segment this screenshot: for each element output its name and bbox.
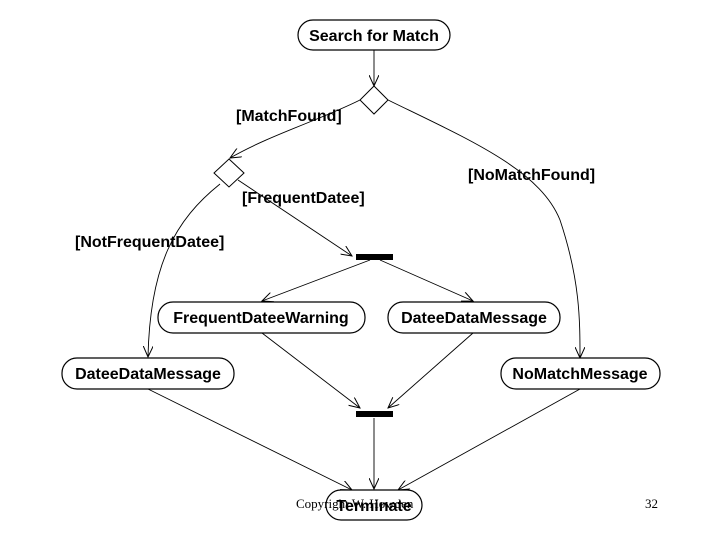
edge-fork-to-datee-right bbox=[379, 259, 473, 301]
edge-decision2-to-datee-left bbox=[148, 183, 221, 357]
edge-datee-left-to-terminate bbox=[147, 388, 352, 490]
decision-frequent bbox=[213, 158, 245, 188]
node-datee-left-label: DateeDataMessage bbox=[75, 366, 221, 383]
guard-not-frequent: [NotFrequentDatee] bbox=[75, 234, 224, 251]
node-datee-right-label: DateeDataMessage bbox=[401, 310, 547, 327]
edge-warning-to-join bbox=[261, 332, 360, 408]
node-nomatch-label: NoMatchMessage bbox=[512, 366, 647, 383]
join-bar bbox=[356, 411, 393, 417]
slide-number: 32 bbox=[645, 496, 658, 511]
edge-datee-right-to-join bbox=[388, 332, 474, 408]
edges bbox=[148, 50, 580, 490]
node-datee-data-message-right: DateeDataMessage bbox=[387, 301, 561, 334]
edge-decision1-to-decision2 bbox=[230, 99, 361, 158]
edge-decision2-to-fork bbox=[237, 179, 352, 256]
node-frequent-datee-warning: FrequentDateeWarning bbox=[157, 301, 366, 334]
decision-match bbox=[359, 85, 389, 115]
edge-nomatch-to-terminate bbox=[398, 388, 581, 490]
edge-decision1-to-nomatch bbox=[387, 99, 580, 358]
fork-bar bbox=[356, 254, 393, 260]
guard-frequent: [FrequentDatee] bbox=[242, 190, 365, 207]
node-no-match-message: NoMatchMessage bbox=[500, 357, 661, 390]
node-search-for-match: Search for Match bbox=[297, 19, 451, 51]
node-search-label: Search for Match bbox=[309, 28, 439, 45]
guard-match-found: [MatchFound] bbox=[236, 108, 342, 125]
node-warning-label: FrequentDateeWarning bbox=[173, 310, 348, 327]
node-terminate: Terminate bbox=[325, 489, 423, 521]
node-terminate-label: Terminate bbox=[336, 498, 411, 515]
edge-fork-to-warning bbox=[262, 259, 371, 301]
guard-no-match-found: [NoMatchFound] bbox=[468, 167, 595, 184]
node-datee-data-message-left: DateeDataMessage bbox=[61, 357, 235, 390]
copyright-footer: Copyright W. Howden bbox=[296, 496, 414, 511]
